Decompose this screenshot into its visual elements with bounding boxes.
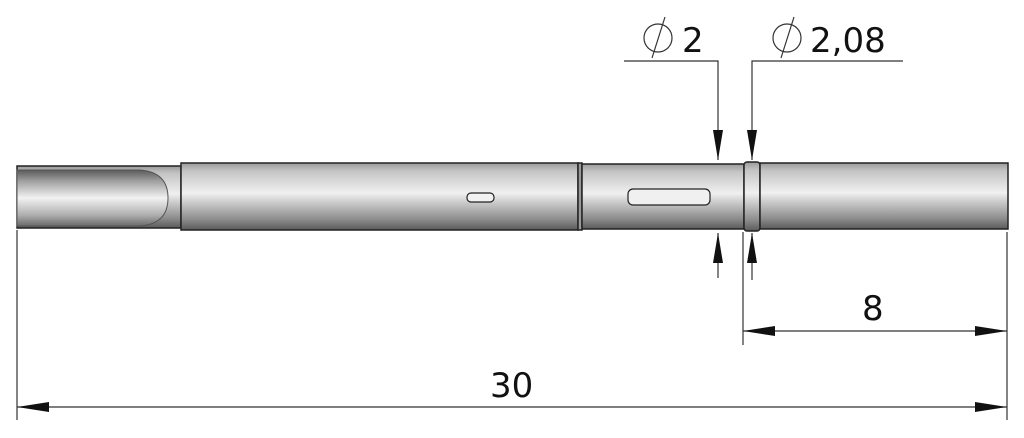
tip-groove — [16, 169, 169, 227]
length-value-8: 8 — [862, 289, 884, 329]
diameter-value-2: 2 — [682, 21, 704, 61]
shaft-part — [16, 161, 1009, 232]
main-segment — [180, 162, 579, 231]
ring-collar — [743, 161, 761, 232]
diameter-dimension-2-08: 2,08 — [747, 16, 903, 280]
diameter-symbol-icon — [643, 16, 673, 59]
diameter-symbol-icon — [772, 16, 802, 59]
diameter-value-2-08: 2,08 — [810, 21, 886, 61]
length-dimension-8: 8 — [742, 232, 1008, 420]
length-dimension-30: 30 — [16, 230, 1007, 420]
small-slot — [466, 192, 495, 203]
length-value-30: 30 — [490, 366, 533, 406]
long-slot — [627, 188, 711, 206]
slot-segment — [581, 163, 745, 230]
diameter-dimension-2: 2 — [624, 16, 723, 278]
end-segment — [759, 162, 1009, 230]
